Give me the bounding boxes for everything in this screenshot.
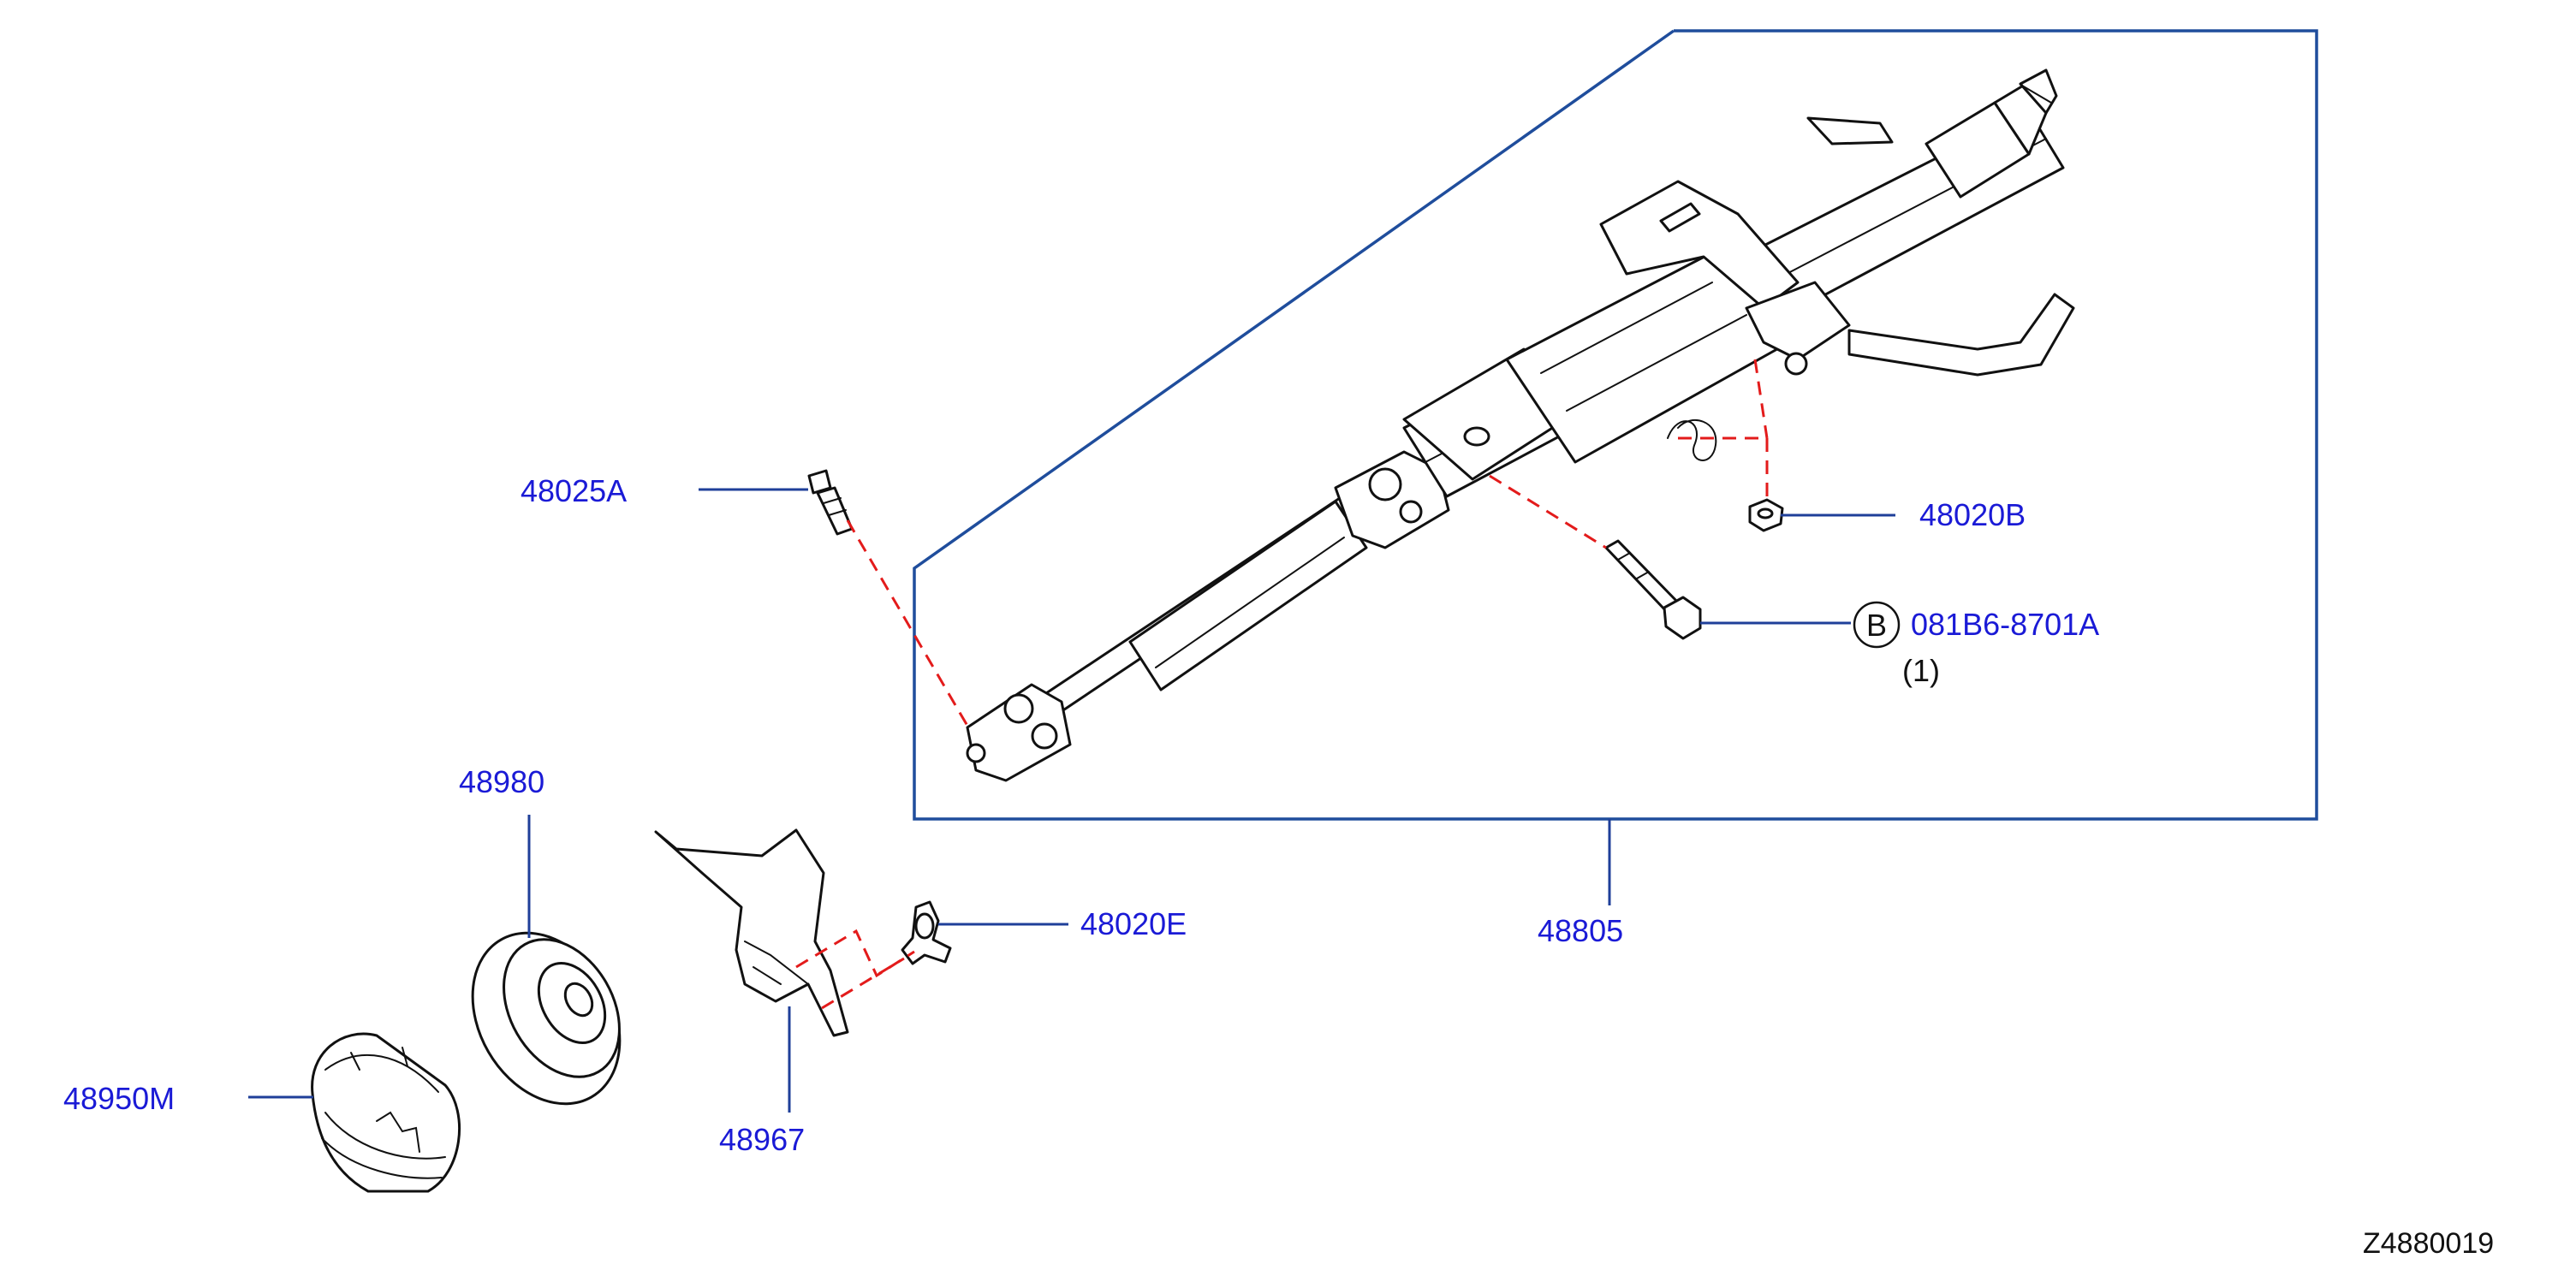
bracket-48967[interactable] [654, 828, 849, 1037]
label-48805[interactable]: 48805 [1538, 913, 1623, 948]
dash-48020b-branch [1753, 359, 1769, 439]
label-48980[interactable]: 48980 [459, 764, 544, 799]
dash-48025a [846, 519, 969, 727]
circle-b-icon [1853, 601, 1901, 649]
label-48967[interactable]: 48967 [719, 1122, 805, 1157]
label-48950m[interactable]: 48950M [63, 1081, 175, 1116]
bolt-48025a[interactable] [807, 469, 854, 536]
steering-column-assembly[interactable] [966, 68, 2075, 782]
dash-081b6 [1489, 474, 1607, 549]
label-48025a[interactable]: 48025A [521, 473, 627, 508]
circle-b-letter: B [1866, 608, 1887, 643]
grommet-48980[interactable] [443, 906, 649, 1131]
bolt-081b6-8701a[interactable] [1604, 539, 1702, 640]
nut-48020b[interactable] [1748, 498, 1784, 532]
reference-lines [795, 359, 1769, 1010]
dash-48020b [1678, 436, 1769, 505]
label-081b6-8701a[interactable]: 081B6-8701A [1911, 607, 2099, 642]
label-48020e[interactable]: 48020E [1080, 906, 1187, 941]
figure-code: Z4880019 [2363, 1227, 2494, 1260]
assembly-frame [913, 29, 2318, 821]
dash-48020e-lower [821, 957, 905, 1010]
label-48020b[interactable]: 48020B [1919, 497, 2026, 532]
qty-081b6-8701a: (1) [1902, 653, 1940, 688]
clip-48020e[interactable] [901, 900, 952, 965]
dash-48020e [795, 929, 915, 978]
leader-lines [248, 488, 1895, 1113]
seal-48950m[interactable] [311, 1032, 461, 1193]
